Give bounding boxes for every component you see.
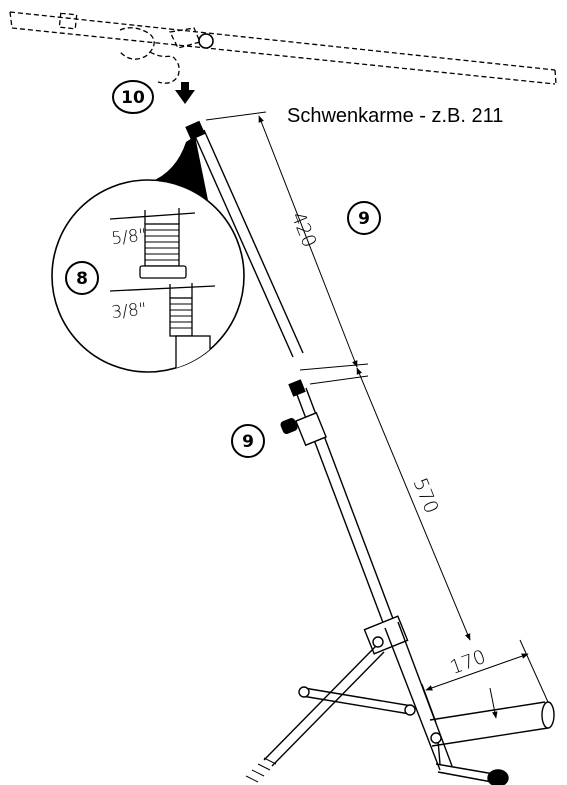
thread-size-large: 5/8" bbox=[110, 225, 147, 249]
callout-9-lower: 9 bbox=[231, 424, 265, 458]
swivel-arm-dashed bbox=[9, 11, 557, 85]
svg-text:10: 10 bbox=[121, 88, 145, 108]
dimension-label-570: 570 bbox=[409, 475, 443, 517]
dimension-label-170: 170 bbox=[447, 646, 489, 679]
thread-size-small: 3/8" bbox=[110, 299, 147, 323]
callout-8: 8 bbox=[65, 261, 99, 295]
insert-arrow bbox=[175, 82, 195, 104]
svg-text:8: 8 bbox=[76, 269, 88, 289]
caption-text: Schwenkarme - z.B. 211 bbox=[287, 105, 503, 127]
callout-9-upper: 9 bbox=[347, 201, 381, 235]
dimension-label-420: 420 bbox=[287, 209, 321, 251]
svg-text:9: 9 bbox=[242, 432, 254, 452]
callout-10: 10 bbox=[112, 80, 154, 114]
dimension-570 bbox=[309, 367, 471, 641]
svg-text:9: 9 bbox=[358, 209, 370, 229]
tripod-base bbox=[245, 615, 555, 785]
thread-detail bbox=[109, 208, 216, 372]
dimension-170 bbox=[421, 639, 549, 723]
arm-pivot bbox=[198, 33, 214, 49]
dimension-420 bbox=[205, 111, 369, 371]
